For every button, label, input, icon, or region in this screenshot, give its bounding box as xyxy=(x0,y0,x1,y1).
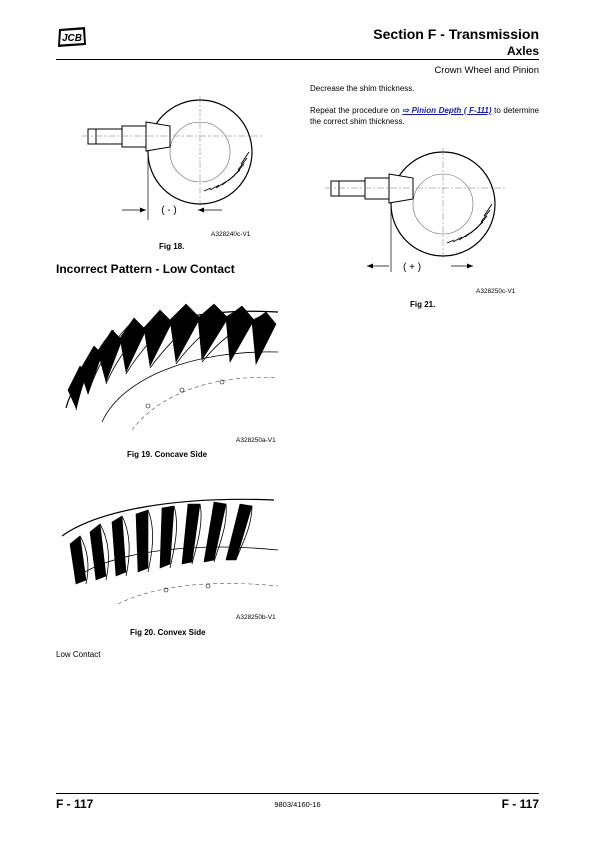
jcb-logo: JCB xyxy=(58,27,86,47)
topic-title: Crown Wheel and Pinion xyxy=(434,65,539,76)
low-contact-text: Low Contact xyxy=(56,650,101,659)
page-number-left: F - 117 xyxy=(56,797,94,811)
fig18-caption: Fig 18. xyxy=(159,242,185,251)
page-number-right: F - 117 xyxy=(501,797,539,811)
fig20-convex-side-illustration xyxy=(61,498,279,605)
document-number: 9803/4160-16 xyxy=(274,800,321,809)
fig19-caption: Fig 19. Concave Side xyxy=(127,450,208,459)
fig19-concave-side-illustration xyxy=(65,303,279,431)
fig21-reference: A328250c-V1 xyxy=(476,288,516,295)
pinion-depth-link[interactable]: ⇨ Pinion Depth ( F-111) xyxy=(402,106,492,115)
fig20-reference: A328250b-V1 xyxy=(236,614,276,621)
fig21-adjust-label: ( + ) xyxy=(402,262,422,273)
header-divider xyxy=(56,59,539,60)
paragraph-repeat-procedure: Repeat the procedure on ⇨ Pinion Depth (… xyxy=(310,105,539,127)
section-title: Section F - Transmission xyxy=(373,26,539,42)
fig21-caption: Fig 21. xyxy=(410,300,436,309)
fig18-reference: A328240c-V1 xyxy=(211,231,251,238)
fig19-reference: A328250a-V1 xyxy=(236,437,276,444)
section-subtitle: Axles xyxy=(506,44,539,58)
svg-text:JCB: JCB xyxy=(62,33,82,44)
section-heading: Incorrect Pattern - Low Contact xyxy=(56,262,235,276)
paragraph-decrease-shim: Decrease the shim thickness. xyxy=(310,84,415,93)
paragraph-text-start: Repeat the procedure on xyxy=(310,106,403,115)
fig18-adjust-label: ( - ) xyxy=(161,205,177,216)
fig20-caption: Fig 20. Convex Side xyxy=(130,628,206,637)
fig18-crown-wheel-illustration xyxy=(82,96,262,220)
footer-divider xyxy=(56,793,539,794)
paragraph-text-end: to determine the correct shim thickness. xyxy=(310,106,539,126)
fig21-crown-wheel-illustration xyxy=(325,148,505,272)
